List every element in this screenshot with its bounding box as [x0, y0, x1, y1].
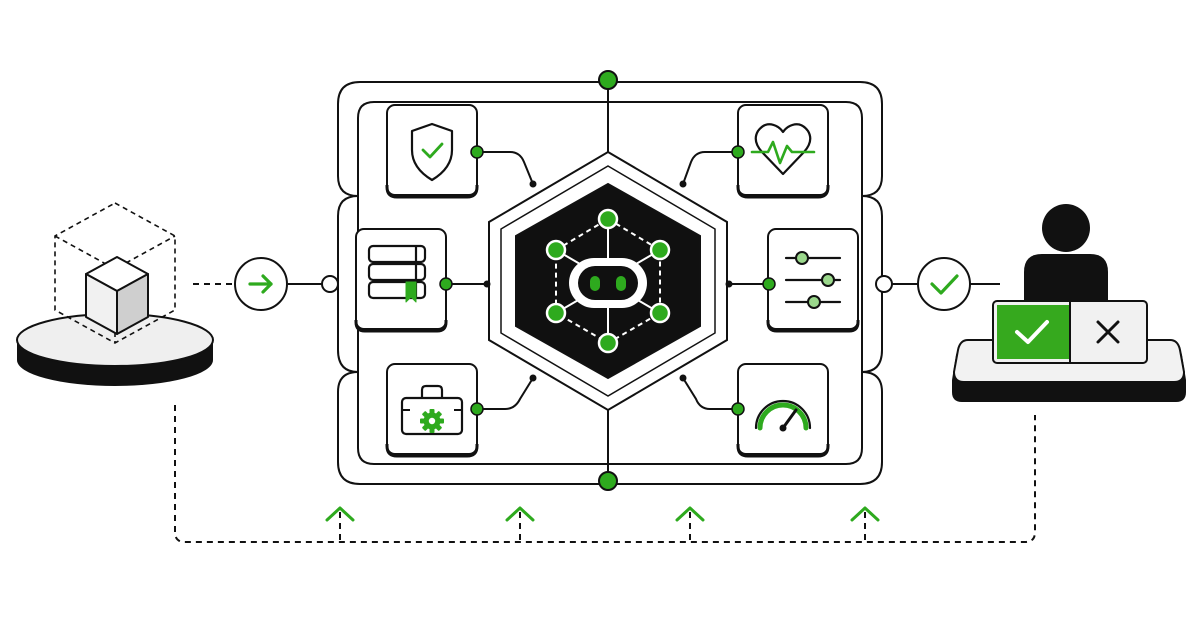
approve-button[interactable] — [997, 305, 1070, 359]
sliders-icon — [784, 251, 842, 309]
chevron-up-icon — [675, 506, 705, 522]
chevron-up-icon — [505, 506, 535, 522]
check-node — [917, 257, 971, 311]
agent-core — [483, 150, 733, 412]
chevron-up-icon — [325, 506, 355, 522]
approval-toggle[interactable] — [992, 300, 1148, 364]
books-icon — [367, 244, 427, 303]
panel-connectors — [598, 70, 618, 491]
tool-card-heart — [731, 104, 830, 199]
shield-check-icon — [410, 122, 454, 182]
output-port — [875, 275, 893, 293]
gauge-icon — [754, 399, 812, 432]
bottom-port — [598, 471, 618, 491]
tool-card-shield — [385, 104, 484, 199]
feedback-arrows — [325, 506, 880, 522]
output-connector — [875, 257, 1000, 311]
input-source — [16, 202, 214, 386]
hexagon-network-icon — [545, 208, 671, 354]
chevron-up-icon — [850, 506, 880, 522]
input-port — [321, 275, 339, 293]
top-port — [598, 70, 618, 90]
arrow-right-icon — [248, 274, 273, 294]
person-icon — [1024, 204, 1108, 300]
toolbox-gear-icon — [400, 384, 464, 436]
tool-card-gauge — [731, 363, 830, 458]
heart-pulse-icon — [750, 123, 816, 176]
reject-button[interactable] — [1096, 320, 1120, 344]
feedback-line — [174, 405, 1036, 543]
human-reviewer — [952, 204, 1186, 402]
tool-card-toolbox — [385, 363, 484, 458]
tool-card-books — [354, 228, 453, 333]
check-icon — [1015, 320, 1049, 344]
feedback-loop — [174, 405, 1036, 543]
cube-icon — [85, 256, 149, 335]
robot-face-icon — [569, 258, 647, 308]
tool-card-sliders — [762, 228, 860, 333]
checkmark-icon — [930, 274, 959, 295]
input-connector — [193, 257, 339, 311]
x-icon — [1096, 320, 1120, 344]
